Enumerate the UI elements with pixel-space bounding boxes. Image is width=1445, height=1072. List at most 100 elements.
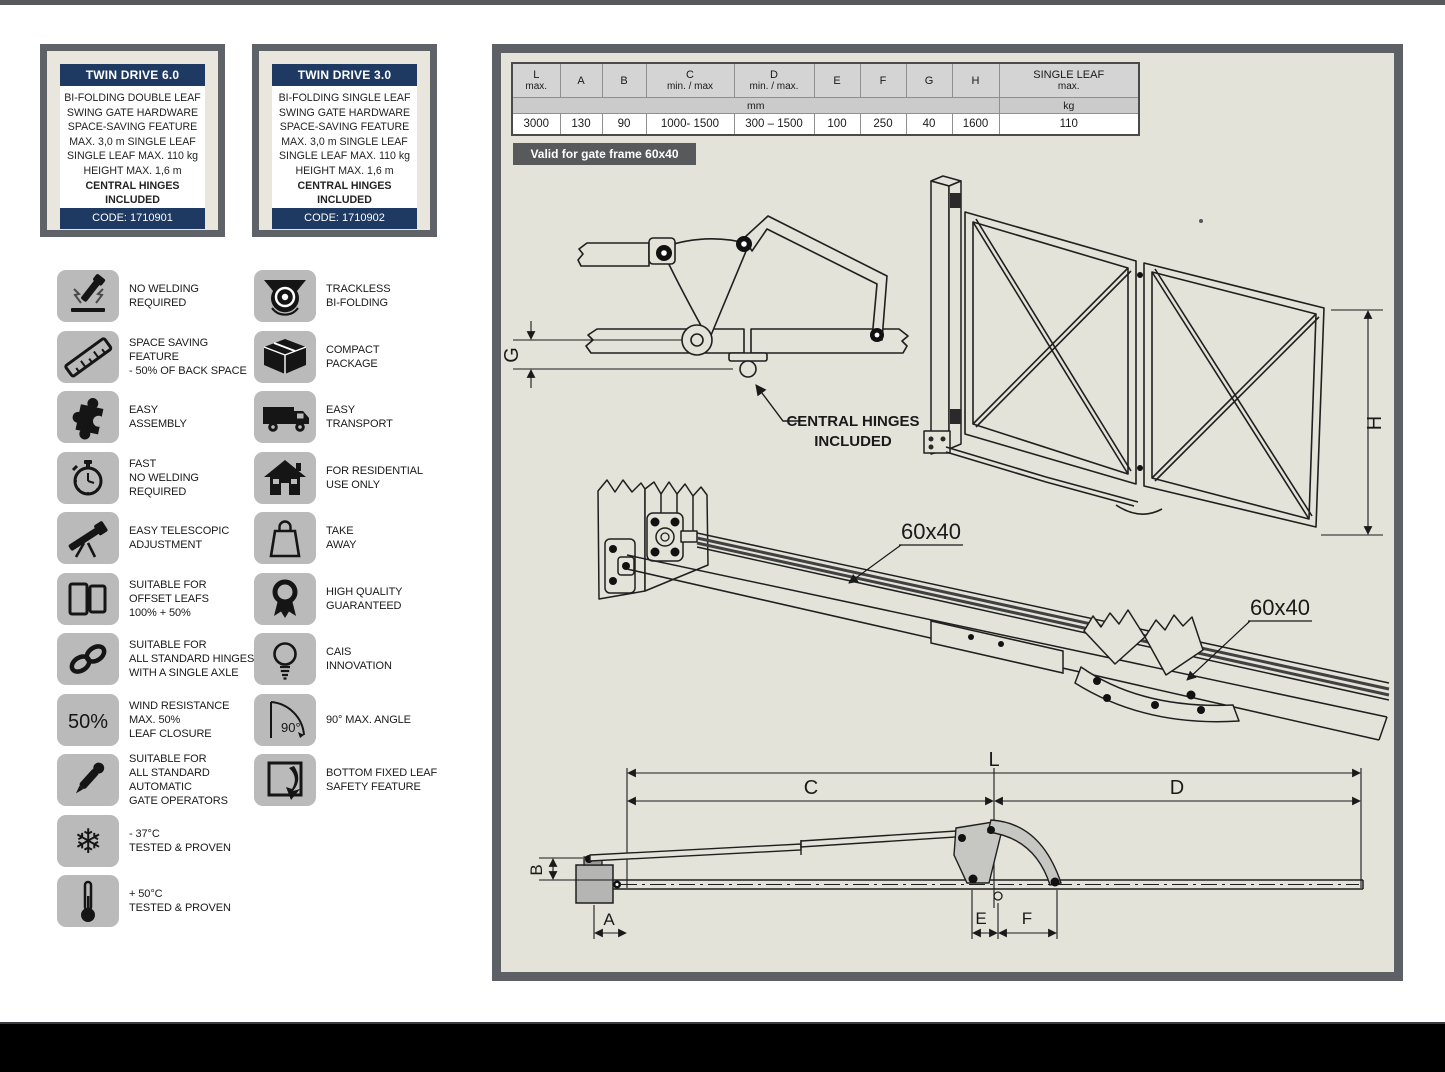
trackless-bifolding-icon xyxy=(254,270,316,322)
feature-residential: FOR RESIDENTIAL USE ONLY xyxy=(254,451,476,504)
card-title: TWIN DRIVE 6.0 xyxy=(60,64,205,86)
feature-label: - 37°C TESTED & PROVEN xyxy=(129,827,231,854)
dim-label-D: D xyxy=(1170,777,1184,799)
feature-max-angle: 90° 90° MAX. ANGLE xyxy=(254,693,476,746)
fifty-percent-icon: 50% xyxy=(57,693,119,746)
feature-fast: FAST NO WELDING REQUIRED xyxy=(57,451,279,504)
dimension-E-F xyxy=(971,890,1058,939)
feature-label: CAIS INNOVATION xyxy=(326,646,392,672)
feature-gate-operators: SUITABLE FOR ALL STANDARD AUTOMATIC GATE… xyxy=(57,753,279,807)
shopping-bag-icon xyxy=(254,512,316,564)
value-A: 130 xyxy=(559,113,603,136)
product-card-twin-drive-3: TWIN DRIVE 3.0 BI-FOLDING SINGLE LEAF SW… xyxy=(252,44,437,237)
value-B: 90 xyxy=(601,113,647,136)
dim-label-E: E xyxy=(975,909,986,928)
package-icon xyxy=(254,330,316,383)
thermometer-icon xyxy=(57,875,119,927)
dim-label-B: B xyxy=(527,864,546,875)
feature-innovation: CAIS INNOVATION xyxy=(254,633,476,685)
medal-icon xyxy=(254,572,316,625)
gate-leaf-2 xyxy=(1143,262,1325,528)
feature-label: + 50°C TESTED & PROVEN xyxy=(129,888,231,914)
feature-label: WIND RESISTANCE MAX. 50% LEAF CLOSURE xyxy=(129,699,230,740)
svg-text:❄: ❄ xyxy=(74,822,103,862)
svg-text:50%: 50% xyxy=(68,711,108,733)
value-H: 1600 xyxy=(951,113,1000,136)
feature-label: SUITABLE FOR ALL STANDARD HINGES WITH A … xyxy=(129,639,255,679)
product-card-twin-drive-6: TWIN DRIVE 6.0 BI-FOLDING DOUBLE LEAF SW… xyxy=(40,44,225,237)
bottom-bar xyxy=(0,1022,1445,1072)
feature-label: FAST NO WELDING REQUIRED xyxy=(129,457,199,498)
rail-size-label-1: 60x40 xyxy=(901,519,961,544)
gate-operator-motor xyxy=(575,864,614,904)
dimension-H xyxy=(1321,309,1383,536)
feature-label: SUITABLE FOR OFFSET LEAFS 100% + 50% xyxy=(129,578,209,619)
hinge-arm-detail-diagram: G CENTRAL HINGES INCLUDED xyxy=(501,215,920,450)
dimension-A xyxy=(593,905,627,939)
col-A: A xyxy=(559,62,603,98)
dimension-diagram: L C D xyxy=(527,749,1364,939)
dimension-B xyxy=(539,857,613,881)
feature-label: NO WELDING REQUIRED xyxy=(129,283,199,309)
rail-size-leader-2 xyxy=(1186,620,1251,681)
dim-label-A: A xyxy=(603,910,615,929)
actuator-arm xyxy=(589,830,957,862)
feature-label: 90° MAX. ANGLE xyxy=(326,713,411,726)
card-body: BI-FOLDING SINGLE LEAF SWING GATE HARDWA… xyxy=(272,86,417,208)
hinges-note-leader xyxy=(755,384,799,422)
card-code: CODE: 1710902 xyxy=(272,207,417,229)
top-bar xyxy=(0,0,1445,5)
feature-bottom-fixed-leaf: BOTTOM FIXED LEAF SAFETY FEATURE xyxy=(254,754,476,806)
feature-label: TRACKLESS BI-FOLDING xyxy=(326,283,391,309)
feature-label: EASY TELESCOPIC ADJUSTMENT xyxy=(129,525,230,551)
feature-label: SUITABLE FOR ALL STANDARD AUTOMATIC GATE… xyxy=(129,753,228,807)
spec-values-row: 3000 130 90 1000- 1500 300 – 1500 100 25… xyxy=(511,113,1140,136)
feature-space-saving: SPACE SAVING FEATURE - 50% OF BACK SPACE xyxy=(57,330,279,383)
lower-rail xyxy=(626,554,1388,741)
features-column-2: TRACKLESS BI-FOLDING COMPACT PACKAGE xyxy=(254,270,476,815)
truck-icon xyxy=(254,391,316,443)
feature-take-away: TAKE AWAY xyxy=(254,512,476,564)
spec-units-row: mm kg xyxy=(511,97,1140,114)
value-G: 40 xyxy=(905,113,953,136)
feature-trackless: TRACKLESS BI-FOLDING xyxy=(254,270,476,322)
card-highlight: CENTRAL HINGES INCLUDED xyxy=(85,179,180,207)
card-title: TWIN DRIVE 3.0 xyxy=(272,64,417,86)
gate-frame-badge: Valid for gate frame 60x40 xyxy=(513,143,696,165)
chain-icon xyxy=(57,633,119,685)
col-B: B xyxy=(601,62,647,98)
dim-label-G: G xyxy=(501,347,523,363)
col-E: E xyxy=(813,62,861,98)
telescope-icon xyxy=(57,512,119,564)
stopwatch-icon xyxy=(57,451,119,504)
gate-3d-diagram: H xyxy=(923,175,1386,536)
lightbulb-icon xyxy=(254,633,316,685)
feature-label: EASY ASSEMBLY xyxy=(129,404,187,430)
hinges-note-line1: CENTRAL HINGES xyxy=(786,413,919,430)
feature-wind-resistance: 50% WIND RESISTANCE MAX. 50% LEAF CLOSUR… xyxy=(57,693,279,746)
feature-standard-hinges: SUITABLE FOR ALL STANDARD HINGES WITH A … xyxy=(57,633,279,685)
svg-text:90°: 90° xyxy=(281,720,301,735)
unit-mm: mm xyxy=(511,97,1000,114)
feature-easy-transport: EASY TRANSPORT xyxy=(254,391,476,443)
card-body: BI-FOLDING DOUBLE LEAF SWING GATE HARDWA… xyxy=(60,86,205,208)
dim-label-C: C xyxy=(804,777,818,799)
feature-high-quality: HIGH QUALITY GUARANTEED xyxy=(254,572,476,625)
feature-heat-tested: + 50°C TESTED & PROVEN xyxy=(57,875,279,927)
rail-size-leader-1 xyxy=(848,544,902,584)
card-description: BI-FOLDING SINGLE LEAF SWING GATE HARDWA… xyxy=(278,92,411,177)
value-C: 1000- 1500 xyxy=(645,113,735,136)
snowflake-icon: ❄ xyxy=(57,814,119,867)
features-column-1: NO WELDING REQUIRED SPACE SAVING FEATURE… xyxy=(57,270,279,936)
card-highlight: CENTRAL HINGES INCLUDED xyxy=(297,179,392,207)
unit-kg: kg xyxy=(998,97,1140,114)
offset-leafs-icon xyxy=(57,572,119,625)
dropper-icon xyxy=(57,754,119,806)
feature-label: SPACE SAVING FEATURE - 50% OF BACK SPACE xyxy=(129,336,247,377)
feature-label: EASY TRANSPORT xyxy=(326,404,393,430)
